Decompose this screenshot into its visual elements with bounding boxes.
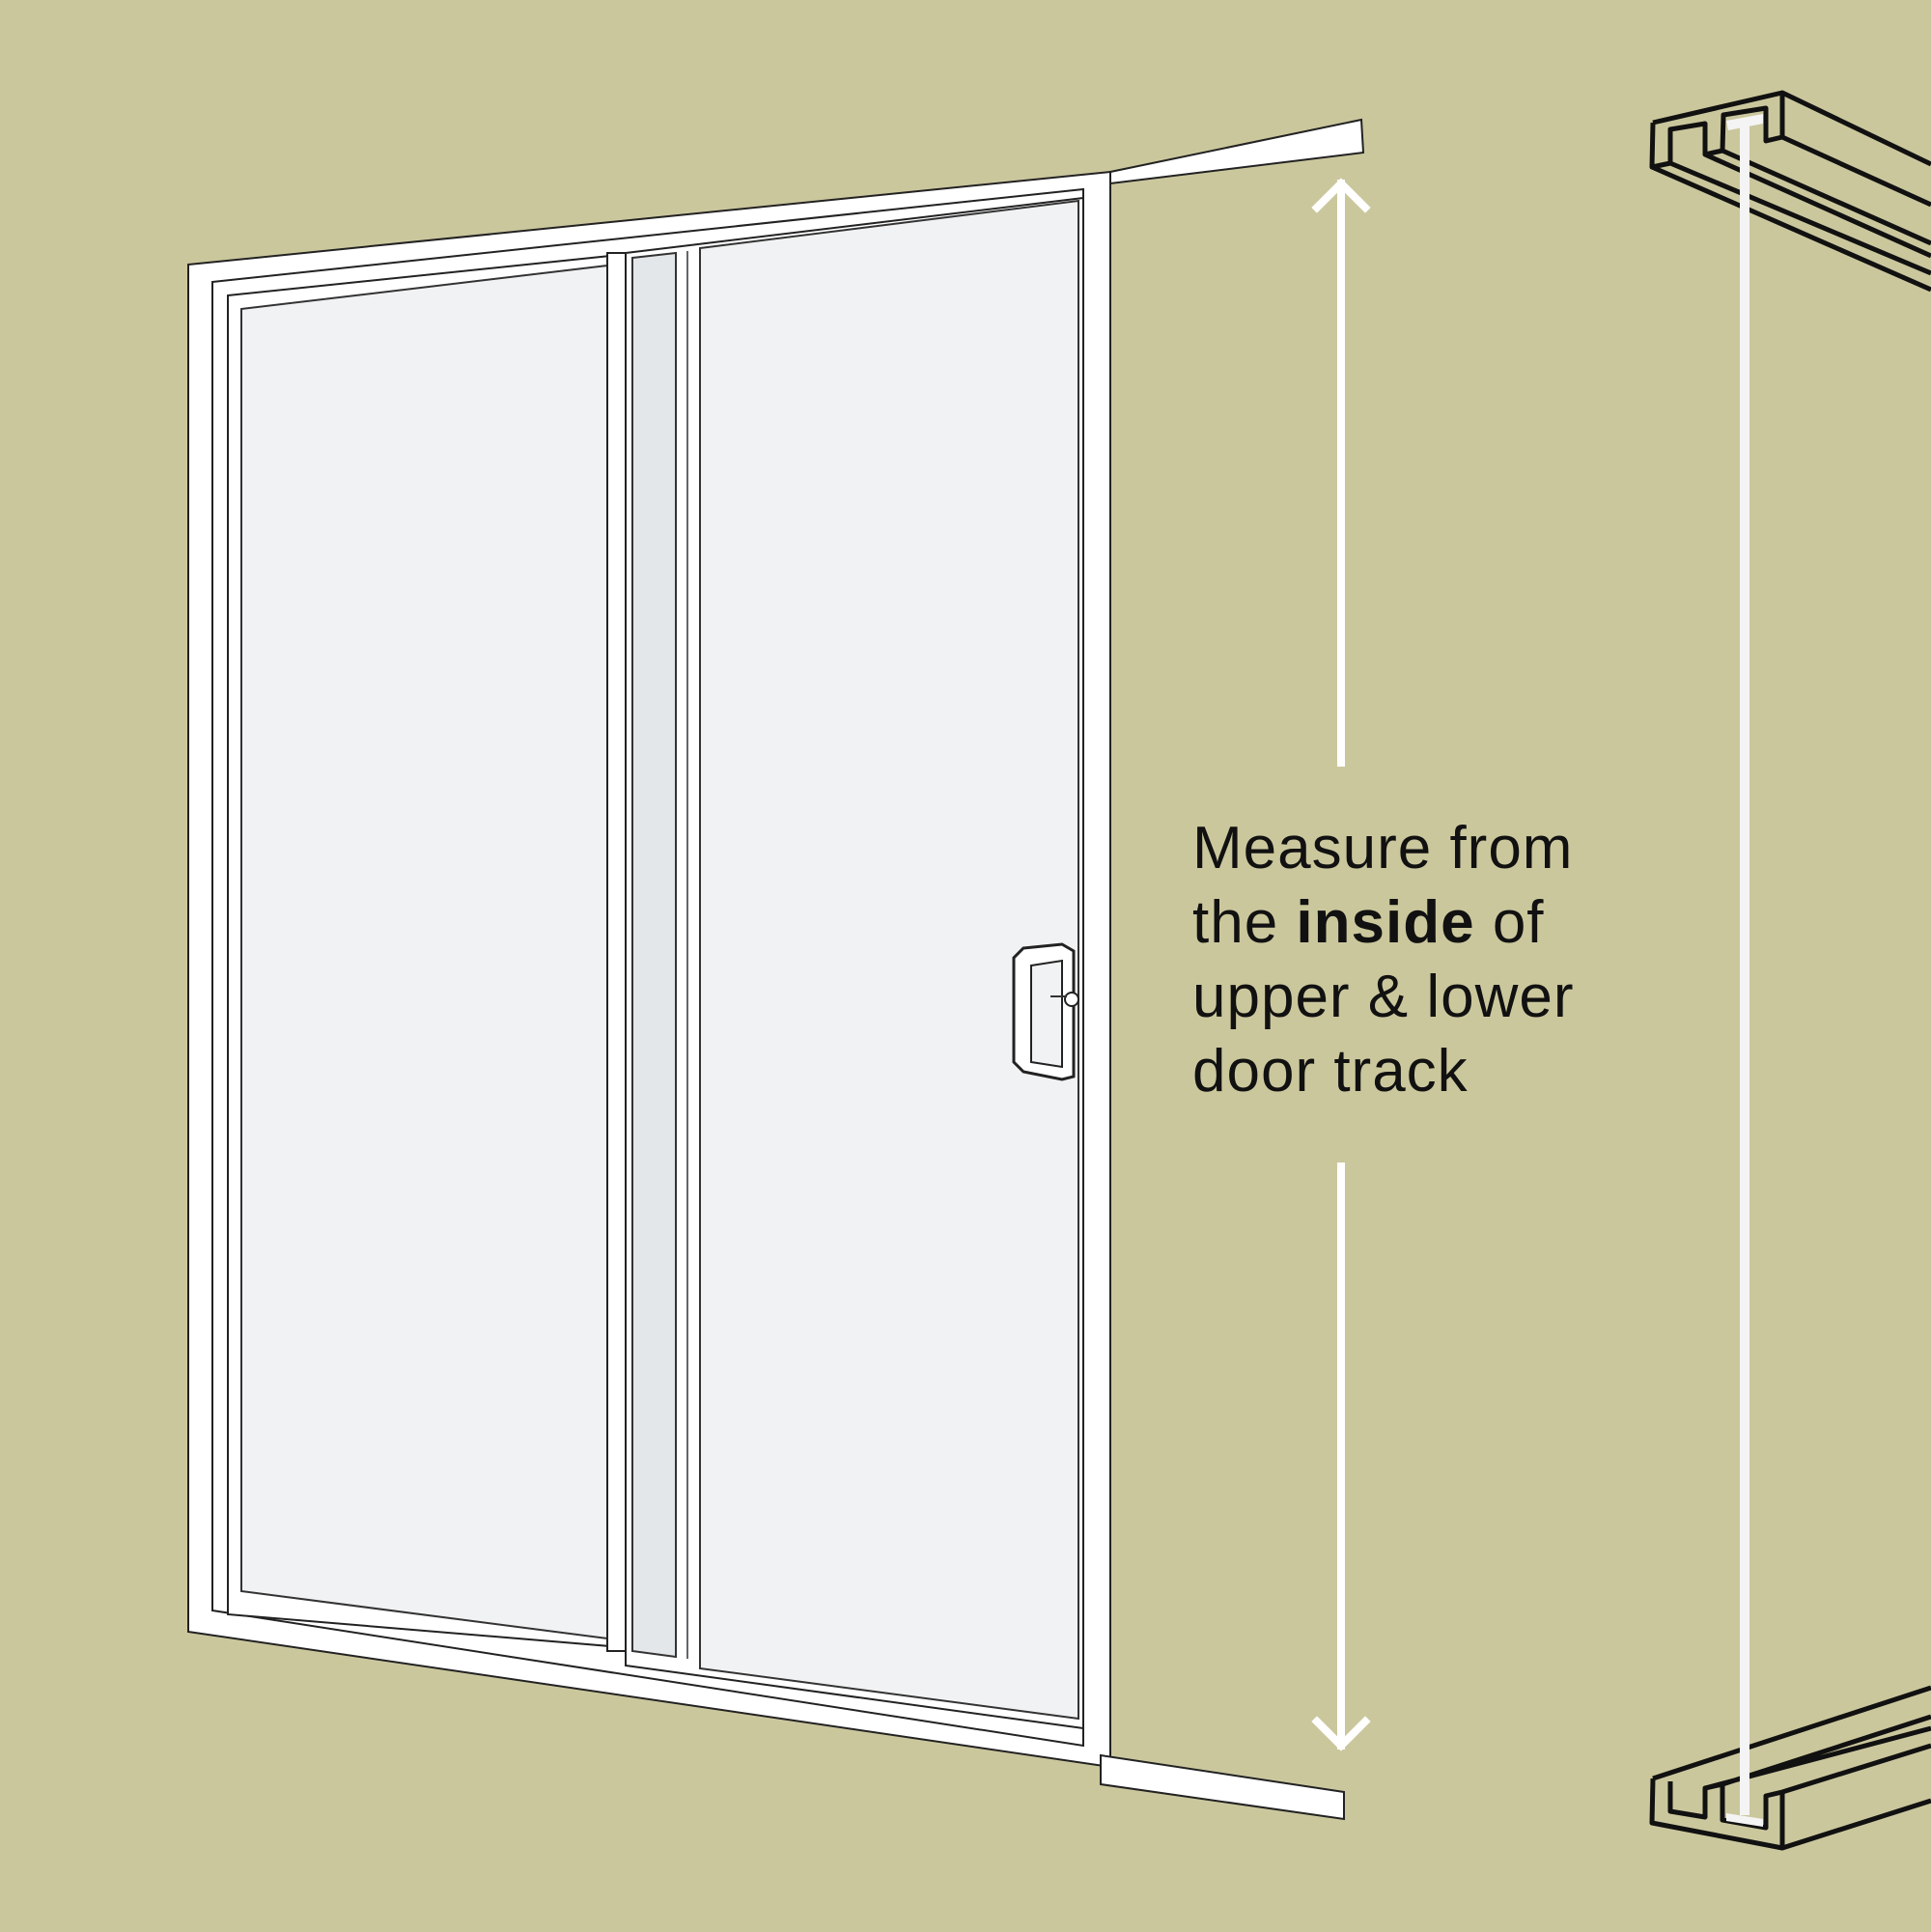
caption-text: the	[1192, 889, 1297, 956]
measurement-arrow	[1311, 178, 1371, 1751]
meeting-rail	[606, 252, 627, 1652]
caption-line-1: Measure from	[1192, 815, 1574, 882]
upper-track-detail	[1649, 90, 1931, 293]
upper-track-extension	[1109, 118, 1365, 185]
track-measure-line	[1726, 114, 1763, 1827]
lower-track-extension	[1100, 1753, 1345, 1821]
caption-text: of	[1474, 889, 1545, 956]
measurement-instruction: Measure from the inside of upper & lower…	[1192, 811, 1575, 1108]
interlock-strip	[631, 251, 677, 1659]
caption-emphasis: inside	[1296, 889, 1475, 956]
left-panel-glass	[240, 264, 608, 1640]
right-panel-glass	[699, 199, 1079, 1721]
caption-line-3: upper & lower	[1192, 964, 1575, 1030]
lock-keyhole-icon	[1064, 992, 1079, 1007]
door-handle[interactable]	[1012, 942, 1079, 1081]
sliding-door	[187, 118, 1365, 1821]
caption-line-2: the inside of	[1192, 885, 1575, 960]
caption-line-4: door track	[1192, 1038, 1469, 1105]
lower-track-detail	[1649, 1685, 1931, 1851]
